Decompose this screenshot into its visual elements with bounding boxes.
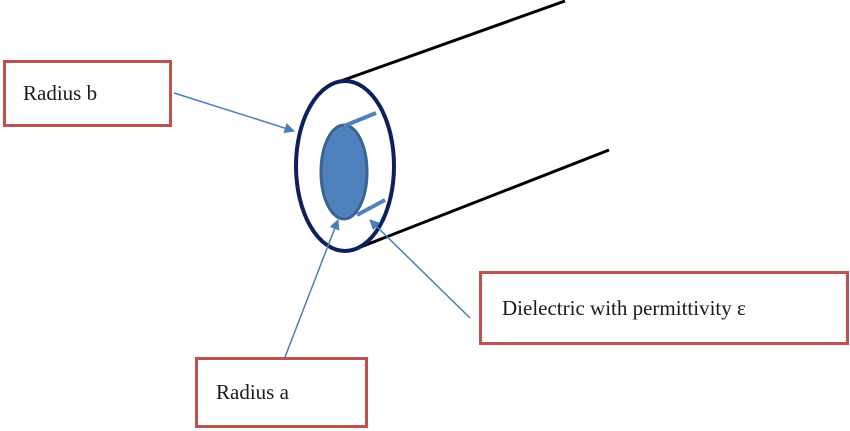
dielectric-arrow <box>369 219 471 319</box>
inner-conductor-top-line <box>343 111 377 128</box>
radius-b-label: Radius b <box>3 60 172 127</box>
radius-b-arrow <box>173 92 296 134</box>
dielectric-label: Dielectric with permittivity ε <box>479 271 849 345</box>
inner-conductor <box>319 123 369 221</box>
radius-a-arrow <box>284 219 340 358</box>
radius-a-text: Radius a <box>216 380 289 404</box>
dielectric-text: Dielectric with permittivity ε <box>502 295 746 320</box>
cable-bottom-edge <box>352 148 610 252</box>
cable-top-edge <box>337 0 566 84</box>
radius-a-label: Radius a <box>195 357 368 428</box>
outer-conductor-ring <box>294 79 396 253</box>
inner-conductor-bottom-line <box>356 198 386 217</box>
radius-b-text: Radius b <box>23 81 98 105</box>
